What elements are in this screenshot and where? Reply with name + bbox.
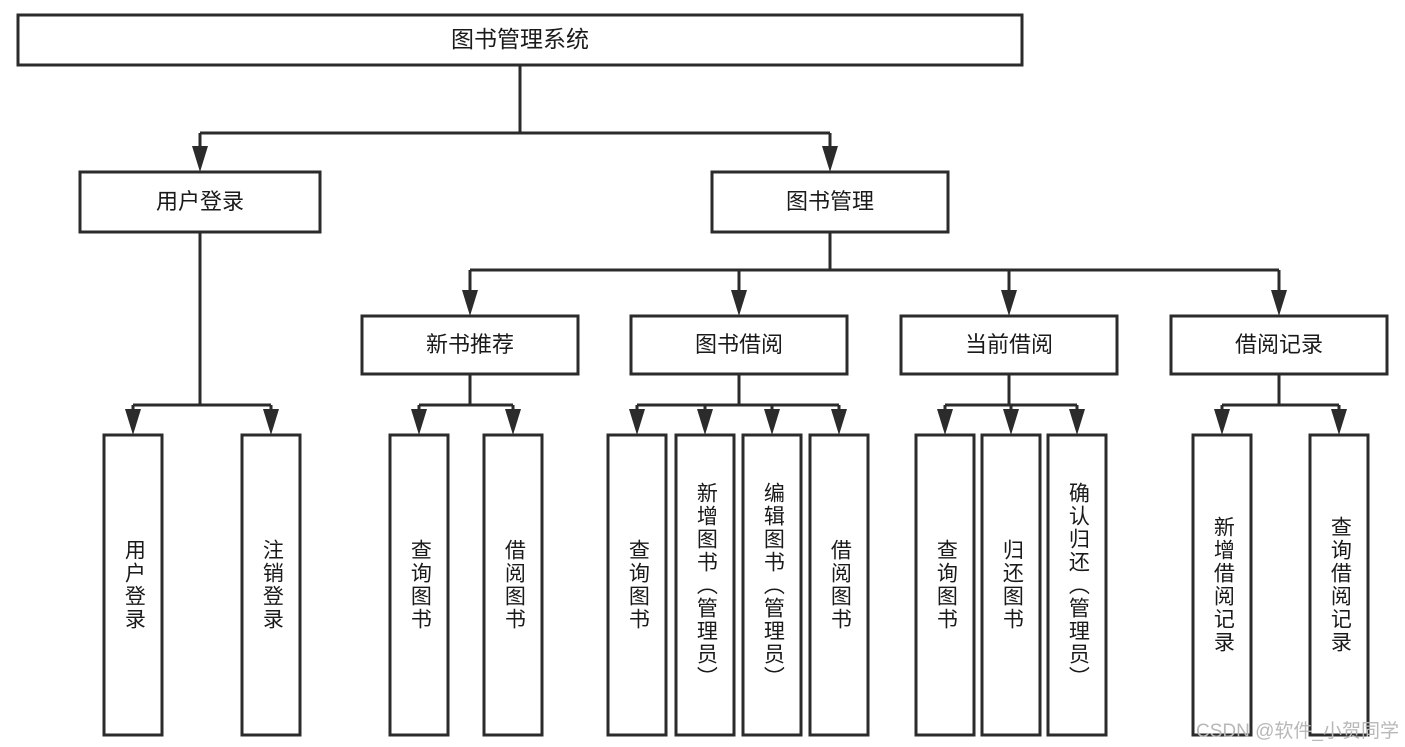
node-leaf-1-rect[interactable] [240,433,302,737]
node-leaf-0-rect[interactable] [102,433,164,737]
node-leaf-10[interactable] [1046,433,1108,737]
node-leaf-8[interactable] [914,433,976,737]
node-leaf-5-rect[interactable] [674,433,736,737]
node-level2-0-rect[interactable] [78,170,322,234]
arrow-head-icon [629,409,645,435]
node-level3-1[interactable]: 图书借阅 [629,314,849,376]
arrow-head-icon [697,409,713,435]
node-level2-0-label: 用户登录 [156,189,244,214]
node-level3-2[interactable]: 当前借阅 [899,314,1119,376]
node-leaf-3-rect[interactable] [482,433,544,737]
node-leaf-2[interactable] [388,433,450,737]
node-leaf-9[interactable] [980,433,1042,737]
arrow-head-icon [1214,409,1230,435]
node-level3-3[interactable]: 借阅记录 [1169,314,1389,376]
node-leaf-11-rect[interactable] [1191,433,1253,737]
node-level3-2-label: 当前借阅 [965,332,1053,357]
arrow-head-icon [462,290,478,316]
node-leaf-0[interactable] [102,433,164,737]
arrow-head-icon [731,290,747,316]
node-root-rect[interactable] [16,13,1024,67]
node-leaf-4[interactable] [606,433,668,737]
node-leaf-4-rect[interactable] [606,433,668,737]
node-leaf-6[interactable] [741,433,803,737]
arrow-head-icon [831,409,847,435]
arrow-head-icon [505,409,521,435]
arrow-head-icon [411,409,427,435]
node-leaf-1[interactable] [240,433,302,737]
node-leaf-12-rect[interactable] [1308,433,1370,737]
arrow-head-icon [764,409,780,435]
node-leaf-7[interactable] [808,433,870,737]
node-level3-3-rect[interactable] [1169,314,1389,376]
arrow-head-icon [1003,409,1019,435]
node-leaf-2-rect[interactable] [388,433,450,737]
arrow-head-icon [192,146,208,172]
node-leaf-8-rect[interactable] [914,433,976,737]
arrow-head-icon [1331,409,1347,435]
node-root[interactable]: 图书管理系统 [16,13,1024,67]
node-level3-0[interactable]: 新书推荐 [360,314,580,376]
arrow-head-icon [1069,409,1085,435]
arrow-head-icon [822,146,838,172]
node-level3-3-label: 借阅记录 [1235,332,1323,357]
node-level2-1[interactable]: 图书管理 [710,170,950,234]
node-leaf-3[interactable] [482,433,544,737]
node-level3-2-rect[interactable] [899,314,1119,376]
node-level3-1-rect[interactable] [629,314,849,376]
node-root-label: 图书管理系统 [451,26,589,52]
arrow-head-icon [1271,290,1287,316]
node-level3-0-label: 新书推荐 [426,332,514,357]
node-leaf-12[interactable] [1308,433,1370,737]
node-leaf-7-rect[interactable] [808,433,870,737]
node-leaf-10-rect[interactable] [1046,433,1108,737]
node-leaf-5[interactable] [674,433,736,737]
node-level2-0[interactable]: 用户登录 [78,170,322,234]
arrow-head-icon [1001,290,1017,316]
node-leaf-6-rect[interactable] [741,433,803,737]
arrow-head-icon [125,409,141,435]
node-leaf-11[interactable] [1191,433,1253,737]
node-level3-1-label: 图书借阅 [695,332,783,357]
node-leaf-9-rect[interactable] [980,433,1042,737]
node-level3-0-rect[interactable] [360,314,580,376]
arrow-head-icon [937,409,953,435]
arrow-head-icon [263,409,279,435]
node-level2-1-label: 图书管理 [786,189,874,214]
node-level2-1-rect[interactable] [710,170,950,234]
